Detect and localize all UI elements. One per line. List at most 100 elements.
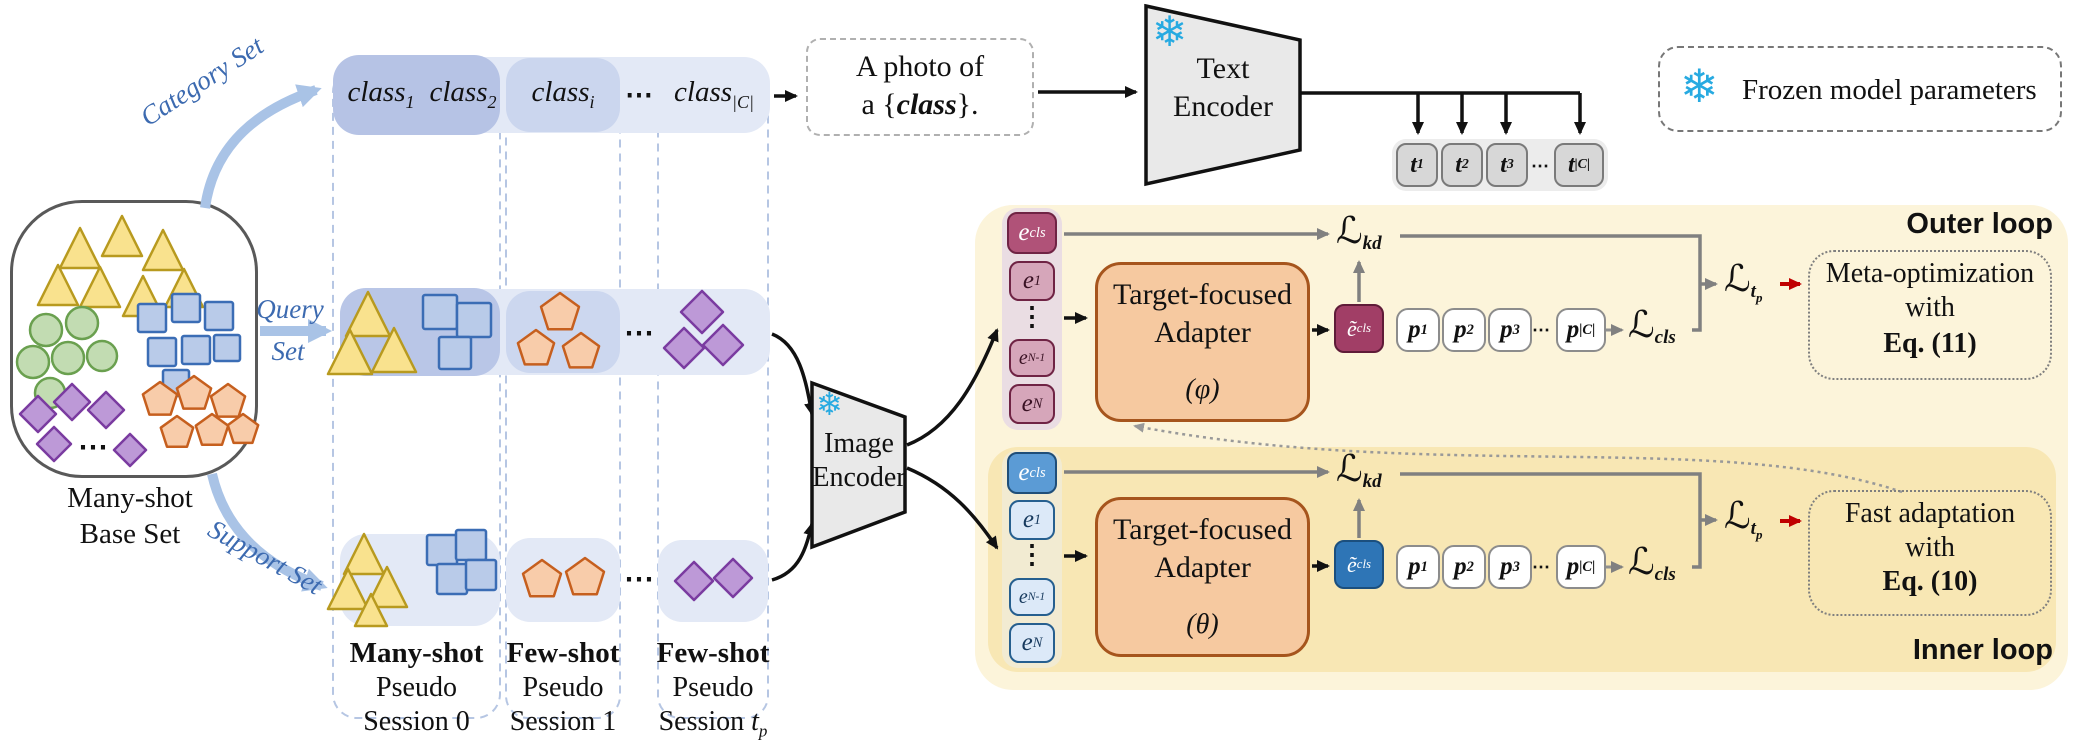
image-encoder-snowflake-icon: ❄	[816, 386, 843, 422]
outer-e-vdots: ⋮	[1019, 302, 1045, 331]
base-set-shapes-dia	[86, 390, 126, 430]
class-token-i: classi	[531, 76, 595, 112]
base-set-shapes-pent	[141, 380, 179, 416]
prompt-line1: A photo of	[855, 50, 985, 83]
support-shapes-sq	[435, 562, 469, 596]
query-shapes-pent	[561, 331, 601, 369]
base-set-shapes-dia	[18, 394, 58, 434]
query-dots: ⋯	[624, 317, 656, 350]
base-set-shapes-sq	[212, 333, 242, 363]
base-set-shapes-dia	[35, 425, 73, 463]
support-shapes-sq	[454, 528, 488, 562]
base-set-shapes-tri	[141, 228, 185, 272]
sessiontp-label-line2: Pseudo	[672, 672, 754, 703]
class-pill-session0	[333, 55, 500, 135]
support-set-arrow	[207, 472, 328, 592]
session0-label-line3: Session 0	[363, 706, 470, 737]
support-shapes-dia	[673, 560, 715, 602]
text-encoder-label-line2: Encoder	[1173, 90, 1273, 123]
sessiontp-label-line1: Few-shot	[656, 637, 770, 669]
outer-result-line2: with	[1905, 292, 1955, 323]
class-token-2: class2	[429, 76, 497, 112]
outer-result-line3: Eq. (11)	[1883, 328, 1977, 359]
inner-adapter-line2: Adapter	[1154, 551, 1251, 584]
outer-adapter-box	[1095, 262, 1310, 422]
inner-p-dots: ⋯	[1532, 557, 1552, 577]
base-set-shapes-dia	[52, 382, 92, 422]
text-encoder-label-line1: Text	[1196, 52, 1250, 85]
prompt-line2: a {class}.	[861, 88, 979, 121]
base-set-shapes-tri	[78, 265, 122, 309]
text-encoder-snowflake-icon: ❄	[1152, 10, 1188, 56]
base-set-shapes-sq	[146, 336, 178, 368]
t-dots: ⋯	[1531, 156, 1551, 176]
support-shapes-tri	[342, 532, 386, 576]
image-encoder-shape	[810, 380, 907, 550]
text-encoder-shape	[1144, 3, 1302, 187]
base-set-shapes-sq	[170, 292, 202, 324]
support-to-imageencoder-arrow	[771, 522, 816, 582]
fast-adaptation-feedback-arrow	[1133, 422, 1903, 494]
base-set-shapes-sq	[180, 334, 212, 366]
legend-label: Frozen model parameters	[1742, 74, 2037, 106]
query-shapes-dia	[701, 323, 745, 367]
base-set-shapes-circ	[50, 340, 86, 376]
outer-p-dots: ⋯	[1532, 320, 1552, 340]
inner-result-box	[1808, 490, 2052, 616]
outer-adapter-param: (φ)	[1185, 374, 1220, 405]
outer-adapter-line1: Target-focused	[1113, 278, 1292, 311]
inner-result-line3: Eq. (10)	[1882, 566, 1978, 597]
support-shapes-tri	[365, 565, 409, 609]
session1-label-line1: Few-shot	[506, 637, 620, 669]
support-shapes-dia	[712, 557, 754, 599]
query-shapes-sq	[421, 293, 459, 331]
legend-box	[1658, 46, 2062, 132]
outer-adapter-line2: Adapter	[1154, 316, 1251, 349]
query-shapes-sq	[455, 301, 493, 339]
query-to-imageencoder-arrow	[771, 332, 816, 416]
base-set-shapes-pent	[226, 412, 260, 445]
base-set-shapes-circ	[64, 305, 100, 341]
image-encoder-label-line2: Encoder	[812, 462, 906, 493]
support-shapes-pent	[521, 558, 563, 598]
outer-loop-title: Outer loop	[1906, 208, 2053, 240]
outer-result-line1: Meta-optimization	[1825, 258, 2035, 289]
support-dots: ⋯	[624, 563, 656, 596]
base-set-shapes-circ	[28, 312, 64, 348]
base-set-shapes-circ	[15, 344, 51, 380]
t-token-C: t|C|	[1554, 143, 1604, 187]
imageencoder-to-outer-arrow	[906, 328, 999, 447]
inner-adapter-box	[1095, 497, 1310, 657]
query-shapes-dia	[662, 326, 706, 370]
query-shapes-tri	[344, 290, 392, 338]
query-shapes-dia	[679, 289, 725, 335]
class-dots: ⋯	[625, 80, 655, 111]
support-shapes-tri	[326, 567, 370, 611]
base-set-shapes-tri	[100, 214, 144, 258]
base-set-shapes-sq	[136, 302, 168, 334]
query-shapes-tri	[370, 326, 418, 374]
inner-result-line1: Fast adaptation	[1844, 498, 2016, 529]
legend-snowflake-icon: ❄	[1680, 61, 1719, 112]
sessiontp-label-line3: Session tp	[658, 706, 768, 741]
